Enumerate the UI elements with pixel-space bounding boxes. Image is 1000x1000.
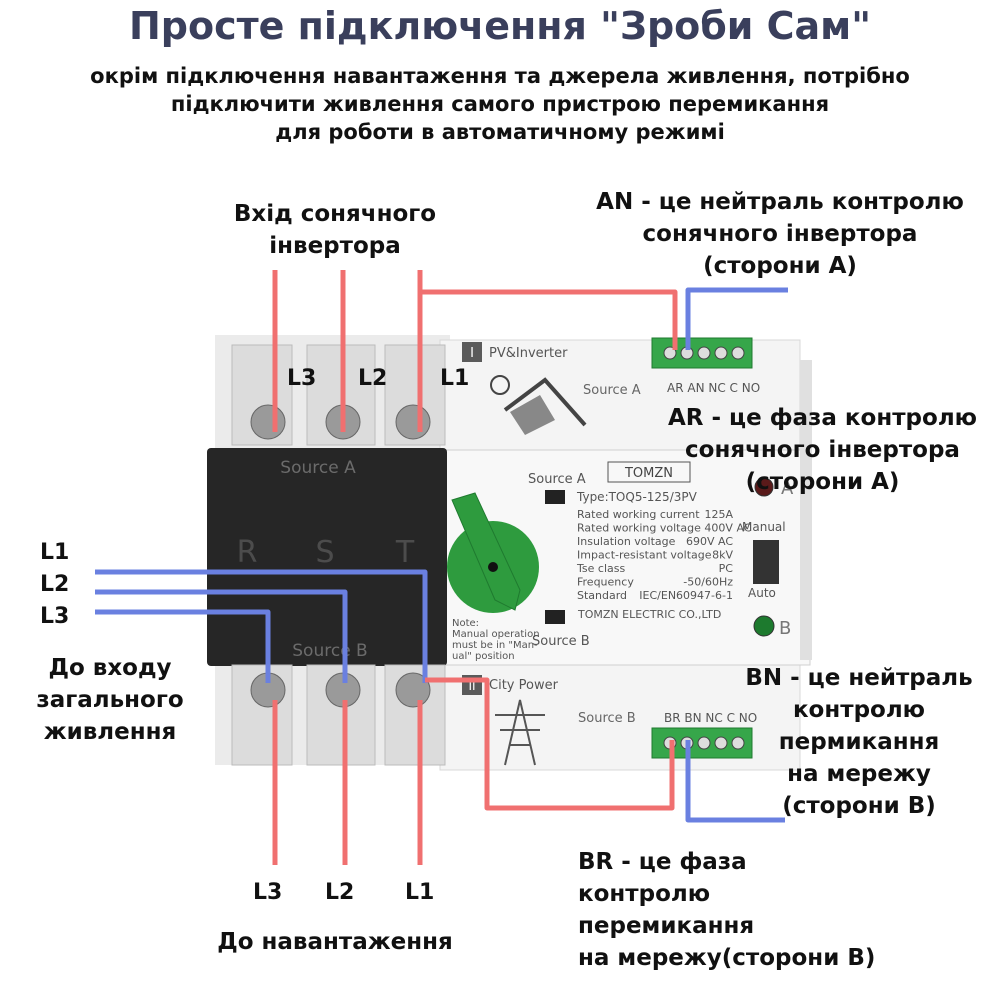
spec-value: 125A (704, 508, 733, 521)
spec-label: Tse class (576, 562, 625, 575)
wire-br (425, 677, 675, 811)
manual-label: Manual (742, 520, 786, 534)
top-phase-l1: L1 (440, 366, 470, 391)
subtitle-line-3: для роботи в автоматичному режимі (275, 120, 725, 144)
spec-value: IEC/EN60947-6-1 (639, 589, 733, 602)
power-tower-icon (495, 699, 545, 766)
wire-ar (420, 289, 678, 350)
source-a-badge-text: I (470, 346, 474, 361)
left-phase-l1: L1 (40, 540, 70, 565)
ar-description: AR - це фаза контролю сонячного інвертор… (667, 405, 978, 495)
terminal-b-labels: BR BN NC C NO (664, 711, 757, 725)
bottom-phase-l3: L3 (253, 880, 283, 905)
br-description: BR - це фаза контролю перемикання на мер… (578, 849, 876, 971)
source-a-window (545, 490, 565, 504)
source-b-window (545, 610, 565, 624)
spec-label: Standard (577, 589, 627, 602)
source-b-badge-text: II (468, 679, 475, 693)
bottom-phase-l1: L1 (405, 880, 435, 905)
top-screw-l3 (250, 404, 286, 440)
switch-side-edge (800, 360, 812, 660)
indicator-b-label: B (779, 618, 791, 639)
source-a-badge (462, 342, 482, 362)
spec-label: Rated working voltage 400V AC (577, 522, 752, 535)
source-a-block-label: Source A (280, 458, 356, 478)
solar-input-label: Вхід сонячного інвертора (233, 201, 437, 259)
bottom-screw-l1 (395, 672, 431, 708)
left-phase-l2: L2 (40, 572, 70, 597)
front-source-a: Source A (528, 472, 586, 487)
bn-description: BN - це нейтраль контролю пермикання на … (745, 665, 973, 819)
top-phase-l3: L3 (287, 366, 317, 391)
city-power-label: City Power (489, 678, 559, 693)
solar-house-icon (490, 375, 587, 435)
top-phase-l2: L2 (358, 366, 388, 391)
spec-label: Impact-resistant voltage (577, 549, 712, 562)
wire-left-l1 (95, 569, 428, 683)
spec-label: Insulation voltage (577, 535, 676, 548)
wire-left-l2 (95, 589, 348, 683)
terminal-a-labels: AR AN NC C NO (667, 381, 760, 395)
wire-bn (685, 740, 785, 823)
load-label: До навантаження (217, 929, 453, 955)
selector-knob[interactable] (447, 492, 539, 613)
subtitle-line-2: підключити живлення самого пристрою пере… (170, 92, 830, 116)
subtitle-line-1: окрім підключення навантаження та джерел… (90, 64, 910, 88)
source-a-right-label: Source A (583, 383, 641, 398)
top-screw-l1 (395, 404, 431, 440)
manual-note: Note: Manual operation must be in "Man- … (452, 618, 543, 662)
wire-left-l3 (95, 609, 271, 683)
source-b-right-label: Source B (578, 711, 636, 726)
wire-an (685, 287, 788, 350)
brand-text: TOMZN (624, 466, 673, 481)
indicator-b-led (753, 615, 775, 637)
wires (95, 270, 788, 865)
spec-value: PC (719, 562, 734, 575)
grid-input-label: До входу загального живлення (36, 655, 184, 745)
brand-box (607, 461, 691, 483)
front-source-b: Source B (532, 634, 590, 649)
spec-value: 690V AC (686, 535, 733, 548)
auto-label: Auto (748, 586, 776, 600)
spec-value: 8kV (712, 549, 733, 562)
spec-label: Rated working current (577, 508, 700, 521)
bottom-phase-l2: L2 (325, 880, 355, 905)
left-phase-l3: L3 (40, 604, 70, 629)
spec-label: Frequency (577, 576, 634, 589)
rst-s: S (315, 535, 334, 570)
indicator-a-led (754, 477, 774, 497)
page-title: Просте підключення "Зроби Сам" (128, 4, 872, 48)
source-b-block-label: Source B (292, 641, 367, 661)
manual-auto-switch[interactable] (753, 540, 779, 584)
type-text: Type:TOQ5-125/3PV (576, 490, 698, 504)
pv-inverter-label: PV&Inverter (489, 346, 568, 361)
indicator-a-label: A (781, 478, 794, 499)
an-description: AN - це нейтраль контролю сонячного інве… (596, 189, 964, 279)
spec-value: -50/60Hz (683, 576, 733, 589)
rst-t: T (395, 535, 415, 570)
manufacturer-text: TOMZN ELECTRIC CO.,LTD (577, 608, 721, 621)
rst-r: R (237, 535, 258, 570)
